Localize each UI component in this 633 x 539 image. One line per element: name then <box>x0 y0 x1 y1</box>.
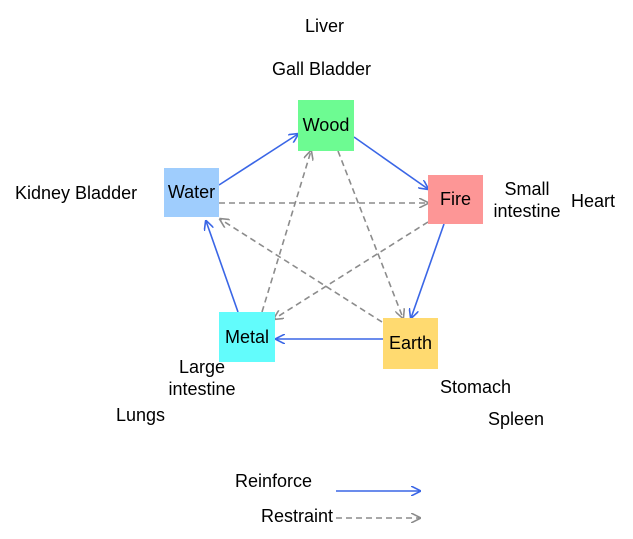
reinforce-arrow-fire-earth <box>411 223 445 318</box>
legend-reinforce-label: Reinforce <box>235 471 313 491</box>
restraint-arrow-earth-water <box>220 219 383 323</box>
organ-stomach: Stomach <box>440 377 512 397</box>
organ-gall-bladder: Gall Bladder <box>272 59 372 79</box>
organ-kidney-bladder: Kidney Bladder <box>15 183 138 203</box>
water-node: Water <box>164 168 219 217</box>
organ-spleen: Spleen <box>488 409 545 429</box>
earth-node: Earth <box>383 318 438 369</box>
reinforce-arrow-water-wood <box>218 134 298 186</box>
reinforce-arrow-wood-fire <box>353 136 428 189</box>
reinforce-arrow-metal-water <box>206 221 239 313</box>
organ-large-intestine: Large intestine <box>168 357 236 399</box>
metal-node: Metal <box>219 312 275 362</box>
organ-small-intestine: Small intestine <box>493 179 561 221</box>
organ-liver: Liver <box>305 16 345 36</box>
restraint-arrow-wood-earth <box>337 150 403 318</box>
organ-heart: Heart <box>571 191 616 211</box>
restraint-arrow-fire-metal <box>274 221 429 319</box>
restraint-arrow-metal-wood <box>261 151 311 313</box>
legend-restraint-label: Restraint <box>261 506 334 526</box>
wood-node: Wood <box>298 100 354 151</box>
fire-node: Fire <box>428 175 483 224</box>
organ-lungs: Lungs <box>116 405 166 425</box>
